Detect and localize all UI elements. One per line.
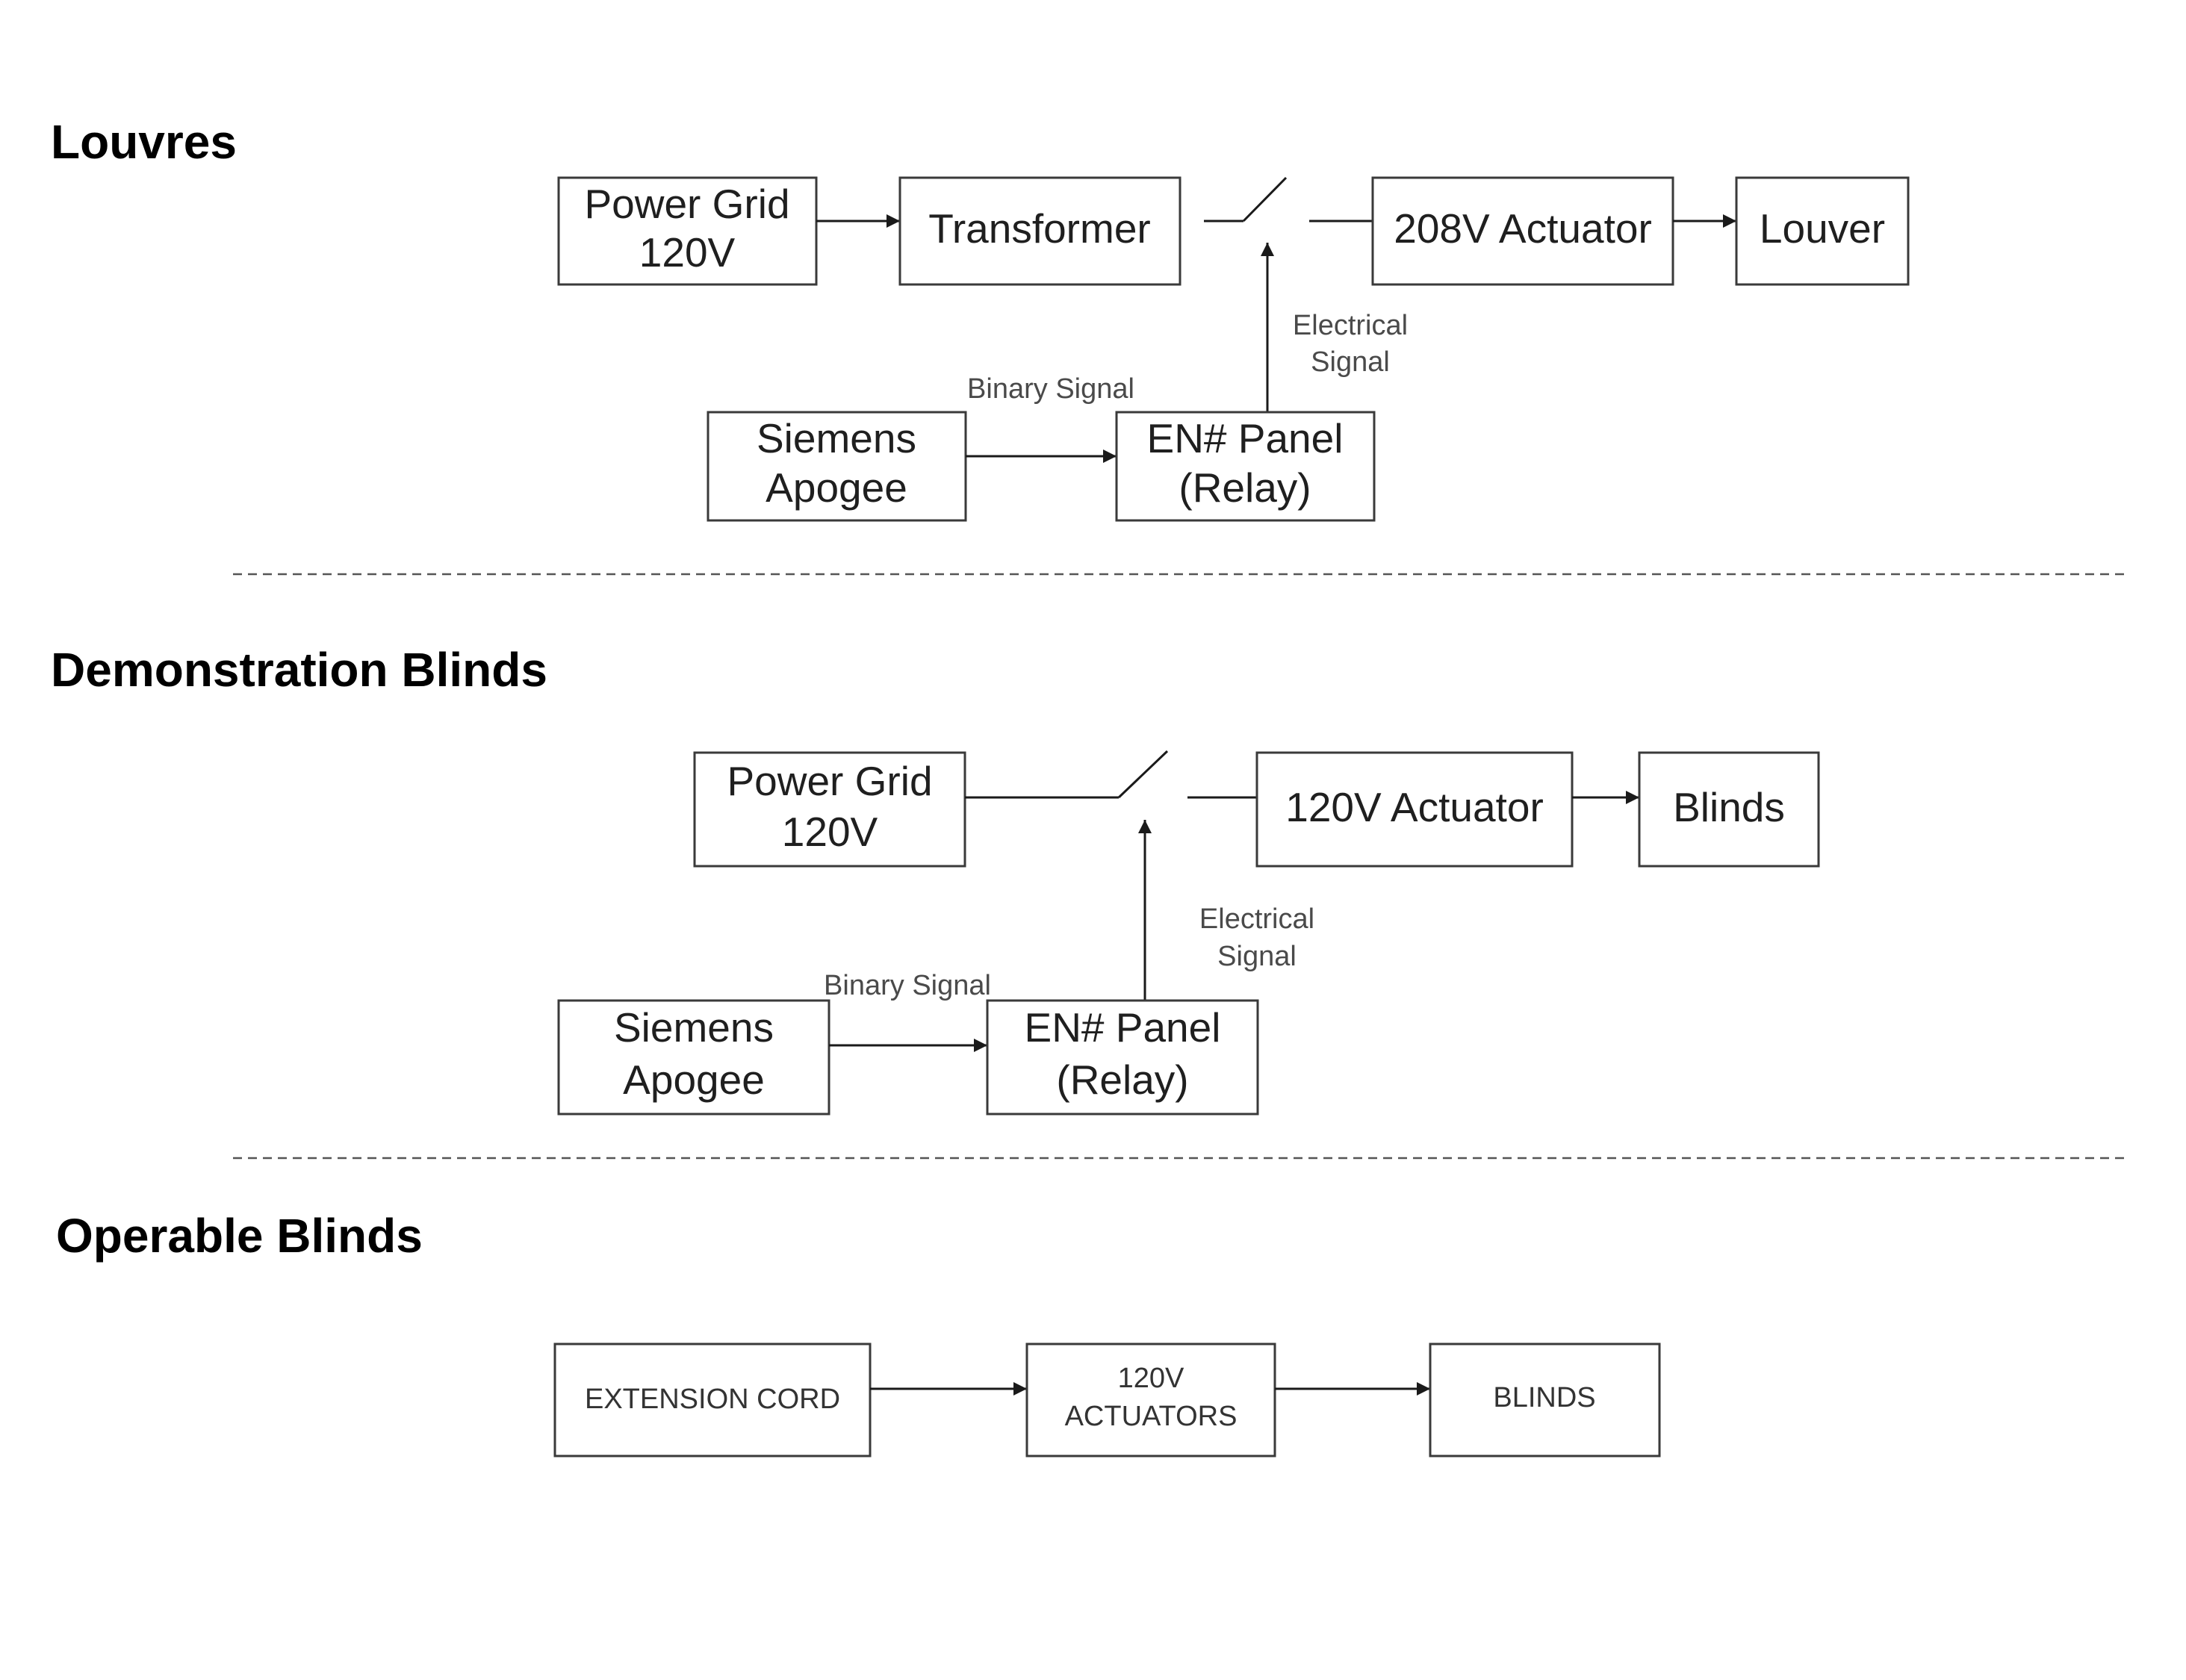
louvres-diagram: Power Grid 120V Transformer 208V Actuato… bbox=[557, 176, 1910, 522]
demo-siemens-apogee-label-line2: Apogee bbox=[623, 1057, 765, 1103]
louvres-208v-actuator-label: 208V Actuator bbox=[1394, 205, 1652, 252]
louvres-louver-box bbox=[1735, 176, 1910, 286]
louvres-electrical-signal-label-line2: Signal bbox=[1311, 346, 1390, 378]
louvres-transformer-box bbox=[898, 176, 1182, 286]
louvres-208v-actuator-box bbox=[1371, 176, 1674, 286]
demo-electrical-signal-label-line2: Signal bbox=[1217, 941, 1297, 972]
louvres-heading: Louvres bbox=[51, 115, 237, 169]
louvres-power-grid-label-line2: 120V bbox=[639, 229, 736, 276]
demo-power-grid-label-line2: 120V bbox=[782, 809, 878, 855]
louvres-switch-blade bbox=[1242, 176, 1288, 223]
operable-blinds-label: BLINDS bbox=[1493, 1382, 1595, 1413]
operable-120v-actuators-label-line1: 120V bbox=[1118, 1363, 1184, 1394]
demo-power-grid-box bbox=[693, 751, 966, 868]
louvres-siemens-apogee-label-line2: Apogee bbox=[766, 464, 907, 511]
demo-blinds-box bbox=[1638, 751, 1820, 868]
demo-siemens-apogee-box bbox=[557, 999, 830, 1116]
demo-blinds-label: Blinds bbox=[1673, 784, 1785, 830]
louvres-transformer-label: Transformer bbox=[928, 205, 1150, 252]
operable-extension-cord-box bbox=[553, 1343, 872, 1457]
demo-en-panel-label-line2: (Relay) bbox=[1056, 1057, 1188, 1103]
louvres-binary-signal-label: Binary Signal bbox=[967, 373, 1134, 405]
demo-120v-actuator-label: 120V Actuator bbox=[1285, 784, 1544, 830]
operable-blinds-box bbox=[1429, 1343, 1661, 1457]
demonstration-blinds-diagram: Power Grid 120V 120V Actuator Blinds Ele… bbox=[557, 750, 1820, 1116]
operable-120v-actuators-box bbox=[1025, 1343, 1276, 1457]
demo-electrical-signal-label-line1: Electrical bbox=[1199, 903, 1314, 935]
louvres-siemens-apogee-box bbox=[707, 411, 967, 522]
operable-120v-actuators-label-line2: ACTUATORS bbox=[1065, 1401, 1238, 1432]
demo-power-grid-label-line1: Power Grid bbox=[727, 758, 932, 804]
operable-extension-cord-label: EXTENSION CORD bbox=[585, 1384, 840, 1415]
demo-switch-blade bbox=[1117, 750, 1169, 799]
louvres-power-grid-box bbox=[557, 176, 818, 286]
demo-en-panel-label-line1: EN# Panel bbox=[1025, 1004, 1221, 1051]
louvres-louver-label: Louver bbox=[1760, 205, 1885, 252]
louvres-electrical-signal-label-line1: Electrical bbox=[1293, 310, 1408, 341]
demo-en-panel-box bbox=[986, 999, 1259, 1116]
louvres-power-grid-label-line1: Power Grid bbox=[584, 181, 789, 227]
demo-binary-signal-label: Binary Signal bbox=[824, 970, 991, 1001]
louvres-en-panel-box bbox=[1115, 411, 1376, 522]
louvres-en-panel-label-line1: EN# Panel bbox=[1147, 415, 1344, 461]
operable-blinds-heading: Operable Blinds bbox=[56, 1209, 423, 1263]
demo-siemens-apogee-label-line1: Siemens bbox=[614, 1004, 774, 1051]
demonstration-blinds-heading: Demonstration Blinds bbox=[51, 643, 547, 697]
demo-120v-actuator-box bbox=[1255, 751, 1574, 868]
operable-blinds-diagram: EXTENSION CORD 120V ACTUATORS BLINDS bbox=[553, 1343, 1661, 1457]
louvres-siemens-apogee-label-line1: Siemens bbox=[757, 415, 916, 461]
louvres-en-panel-label-line2: (Relay) bbox=[1179, 464, 1311, 511]
